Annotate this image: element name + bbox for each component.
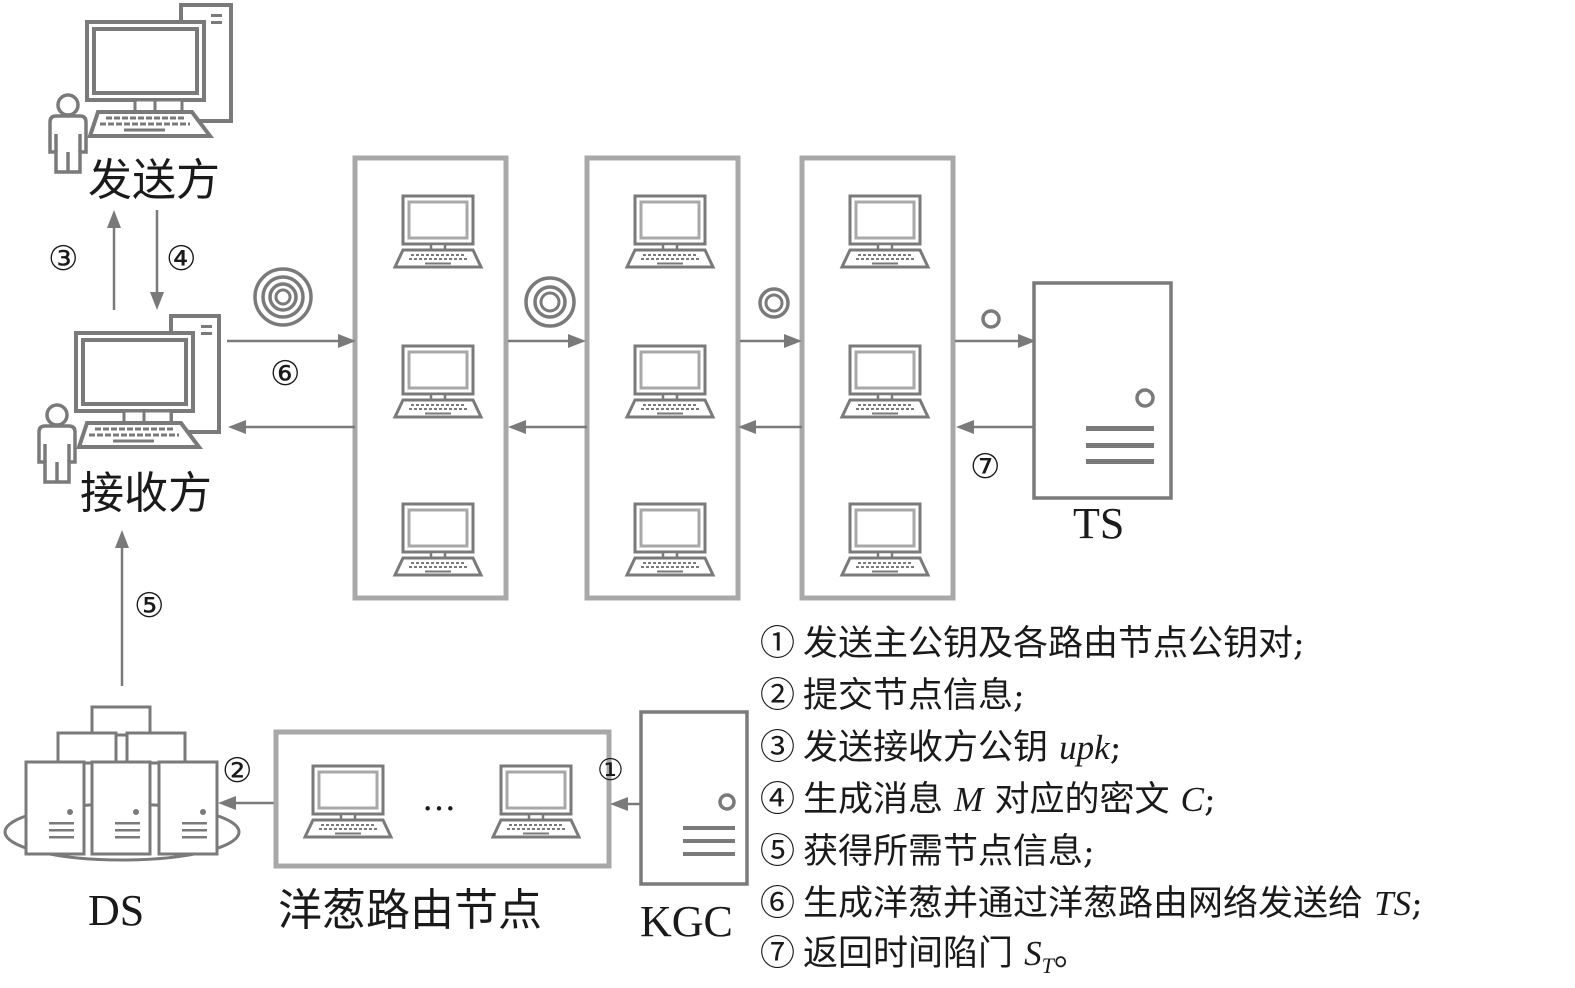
kgc-label: KGC — [640, 897, 733, 946]
receiver-person-icon — [37, 403, 77, 484]
laptop-icon — [625, 194, 715, 269]
onion-nodes-label: 洋葱路由节点 — [278, 885, 542, 936]
step-1-marker: ① — [597, 753, 624, 788]
kgc-server-icon — [639, 710, 749, 886]
step-2-marker: ② — [222, 751, 252, 791]
laptop-icon — [840, 194, 930, 269]
laptop-icon — [625, 344, 715, 419]
onion-icon-2-layers — [758, 287, 790, 319]
laptop-icon — [393, 194, 483, 269]
ts-server-icon — [1032, 281, 1173, 500]
sender-person-icon — [48, 93, 88, 174]
laptop-icon — [840, 502, 930, 577]
onion-icon-3-layers — [524, 276, 576, 328]
sender-label: 发送方 — [88, 155, 220, 206]
laptop-icon — [303, 764, 393, 839]
laptop-icon — [625, 502, 715, 577]
ellipsis: … — [422, 779, 456, 819]
ts-label: TS — [1073, 499, 1124, 548]
laptop-icon — [491, 764, 581, 839]
arrow-step-2 — [218, 796, 276, 810]
onion-icon-1-layer — [981, 309, 1001, 329]
laptop-icon — [840, 344, 930, 419]
laptop-icon — [393, 344, 483, 419]
ds-label: DS — [88, 886, 144, 935]
arrow-step-3 — [107, 210, 121, 310]
step-6-marker: ⑥ — [270, 354, 300, 394]
onion-icon-4-layers — [253, 267, 313, 327]
arrow-step-4 — [150, 210, 164, 310]
ds-server-cluster-icon — [3, 705, 241, 862]
arrow-step-6-forward — [227, 334, 1036, 348]
step-5-marker: ⑤ — [134, 586, 164, 626]
step-3-marker: ③ — [48, 239, 78, 279]
receiver-label: 接收方 — [80, 468, 212, 519]
receiver-computer-icon — [74, 314, 221, 449]
arrow-step-5 — [115, 530, 129, 686]
sender-computer-icon — [85, 3, 233, 138]
step-7-marker: ⑦ — [970, 447, 1000, 487]
laptop-icon — [393, 502, 483, 577]
arrow-step-1 — [610, 797, 641, 811]
step-4-marker: ④ — [166, 239, 196, 279]
arrow-step-7-return — [228, 420, 1036, 434]
